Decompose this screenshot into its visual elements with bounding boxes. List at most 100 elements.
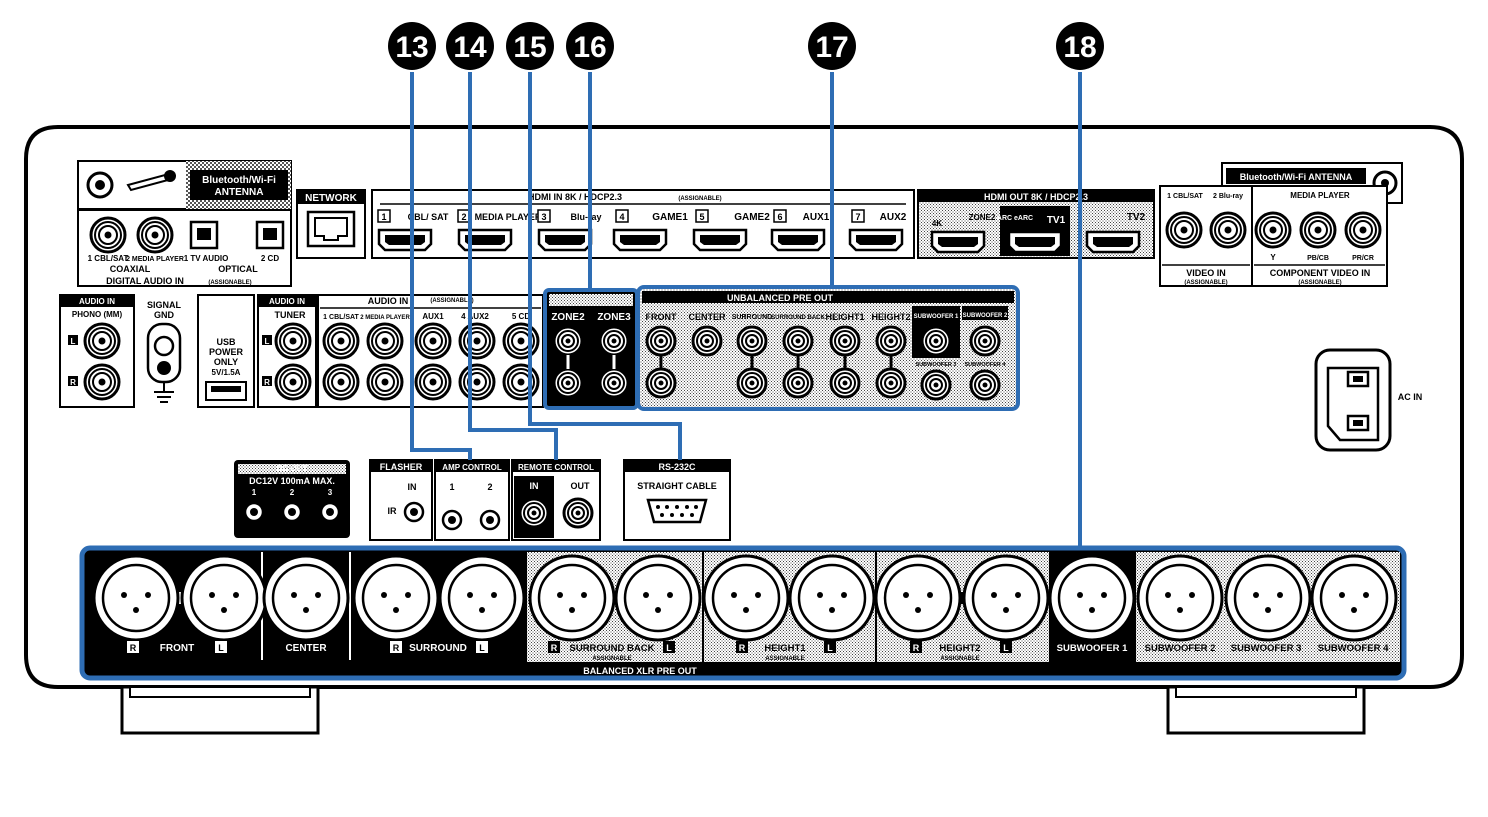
svg-text:1: 1 [449,482,454,492]
svg-text:AUX1: AUX1 [422,312,444,321]
xlr-surround-back-label: R SURROUND BACK ASSIGNABLE L [548,641,675,662]
svg-text:REMOTE CONTROL: REMOTE CONTROL [518,463,594,472]
svg-text:SURROUND: SURROUND [732,314,772,321]
svg-text:COMPONENT VIDEO IN: COMPONENT VIDEO IN [1270,268,1371,278]
svg-text:TV2: TV2 [1127,212,1146,223]
svg-text:AMP CONTROL: AMP CONTROL [442,463,502,472]
svg-text:UNBALANCED PRE OUT: UNBALANCED PRE OUT [727,293,834,303]
svg-text:HDMI OUT 8K / HDCP2.3: HDMI OUT 8K / HDCP2.3 [984,192,1088,202]
dc-out: DC OUT DC12V 100mA MAX. 1 2 3 [234,460,350,538]
svg-text:AUDIO IN: AUDIO IN [269,297,305,306]
svg-text:PHONO (MM): PHONO (MM) [72,310,123,319]
svg-text:IN: IN [530,481,539,491]
hdmi-out: HDMI OUT 8K / HDCP2.3 4K ZONE2 ARC eARC … [917,189,1155,259]
svg-text:Blu-ray: Blu-ray [570,212,601,222]
svg-text:FRONT: FRONT [646,312,677,322]
hdmi-in-7: 7 AUX2 [848,209,907,252]
svg-text:CBL/ SAT: CBL/ SAT [408,212,449,222]
svg-text:VIDEO IN: VIDEO IN [1186,268,1226,278]
svg-text:2 Blu-ray: 2 Blu-ray [1213,193,1243,200]
svg-text:R: R [393,643,400,653]
svg-text:GND: GND [154,310,175,320]
hdmi-in-1: 1 CBL/ SAT [377,209,449,252]
hdmi-out-zone2: 4K ZONE2 [930,213,996,254]
svg-text:USB: USB [216,337,236,347]
xlr-surround-label: R SURROUND L [390,641,488,654]
svg-text:ASSIGNABLE: ASSIGNABLE [765,656,804,662]
xlr-height2-label: R HEIGHT2 ASSIGNABLE L [910,641,1012,662]
audio-in-main: AUDIO IN (ASSIGNABLE) 1 CBL/SAT 2 MEDIA … [317,294,544,408]
svg-text:RS-232C: RS-232C [658,462,696,472]
svg-text:IR: IR [388,506,398,516]
svg-text:4K: 4K [932,219,942,228]
svg-text:5 CD: 5 CD [512,312,530,321]
svg-text:OPTICAL: OPTICAL [218,264,258,274]
svg-text:SUBWOOFER 2: SUBWOOFER 2 [963,313,1008,319]
svg-text:R: R [739,643,746,653]
hdmi-in-5: 5 GAME2 [692,209,770,252]
svg-text:SURROUND: SURROUND [409,643,467,654]
svg-text:R: R [551,643,558,653]
svg-text:TUNER: TUNER [275,310,306,320]
svg-text:R: R [264,378,270,387]
callout-18: 18 [1056,22,1104,70]
svg-text:Y: Y [1270,253,1276,262]
svg-text:ZONE2: ZONE2 [551,312,585,323]
svg-text:2 MEDIA PLAYER: 2 MEDIA PLAYER [360,315,410,321]
svg-text:HEIGHT2: HEIGHT2 [871,312,910,322]
svg-text:1 CBL/SAT: 1 CBL/SAT [88,254,129,263]
svg-text:CENTER: CENTER [688,312,726,322]
svg-text:2: 2 [461,212,466,222]
callout-leaders [410,72,1082,548]
foot-left [120,685,320,735]
hdmi-in: HDMI IN 8K / HDCP2.3 (ASSIGNABLE) 1 CBL/… [371,189,915,259]
rs232c-port: RS-232C STRAIGHT CABLE [623,459,731,541]
svg-text:NETWORK: NETWORK [305,193,357,204]
callout-16: 16 [566,22,614,70]
svg-text:TV1: TV1 [1047,215,1066,226]
svg-text:(ASSIGNABLE): (ASSIGNABLE) [208,280,251,286]
svg-text:FRONT: FRONT [160,643,194,654]
svg-text:AUX2: AUX2 [880,212,907,223]
video-in: 1 CBL/SAT 2 Blu-ray VIDEO IN (ASSIGNABLE… [1159,185,1253,287]
svg-text:(ASSIGNABLE): (ASSIGNABLE) [1184,280,1227,286]
svg-text:L: L [71,337,76,346]
svg-text:Bluetooth/Wi-Fi: Bluetooth/Wi-Fi [202,175,276,186]
callout-15: 15 [506,22,554,70]
svg-text:R: R [913,643,920,653]
svg-text:ARC eARC: ARC eARC [997,215,1033,222]
svg-text:L: L [827,643,833,653]
xlr-sub4-label: SUBWOOFER 4 [1318,643,1389,654]
balanced-xlr-pre-out: R FRONT L CENTER R SURROUND L R SURROUND… [79,545,1407,681]
xlr-sub3-label: SUBWOOFER 3 [1231,643,1302,654]
svg-text:HEIGHT1: HEIGHT1 [825,312,864,322]
svg-text:L: L [265,337,270,346]
xlr-section-title: BALANCED XLR PRE OUT [583,666,697,676]
xlr-height1-label: R HEIGHT1 ASSIGNABLE L [736,641,836,662]
hdmi-in-3: 3 Blu-ray [537,209,602,252]
svg-text:L: L [1003,643,1009,653]
usb-power: USB POWER ONLY 5V/1.5A [197,294,255,408]
svg-text:OUT: OUT [571,481,591,491]
svg-text:3: 3 [541,212,546,222]
svg-text:16: 16 [573,31,606,64]
svg-text:3: 3 [328,488,333,497]
svg-text:GAME2: GAME2 [734,212,770,223]
phono-in: AUDIO IN PHONO (MM) L R [59,294,135,408]
svg-text:7: 7 [855,212,860,222]
svg-text:COAXIAL: COAXIAL [110,264,151,274]
svg-text:L: L [666,643,672,653]
digital-audio-in: 1 CBL/SAT 2 MEDIA PLAYER 1 TV AUDIO 2 CD… [77,209,292,287]
xlr-sub2-label: SUBWOOFER 2 [1145,643,1216,654]
svg-text:SIGNAL: SIGNAL [147,300,182,310]
svg-text:1 CBL/SAT: 1 CBL/SAT [323,314,359,321]
svg-text:SUBWOOFER 4: SUBWOOFER 4 [965,362,1007,368]
foot-right [1166,685,1366,735]
callout-17: 17 [808,22,856,70]
svg-text:DIGITAL AUDIO IN: DIGITAL AUDIO IN [106,276,184,286]
zone-pre-out: ZONE2 ZONE3 [543,288,639,410]
svg-text:(ASSIGNABLE): (ASSIGNABLE) [1298,280,1341,286]
svg-text:6: 6 [777,212,782,222]
svg-text:17: 17 [815,31,848,64]
